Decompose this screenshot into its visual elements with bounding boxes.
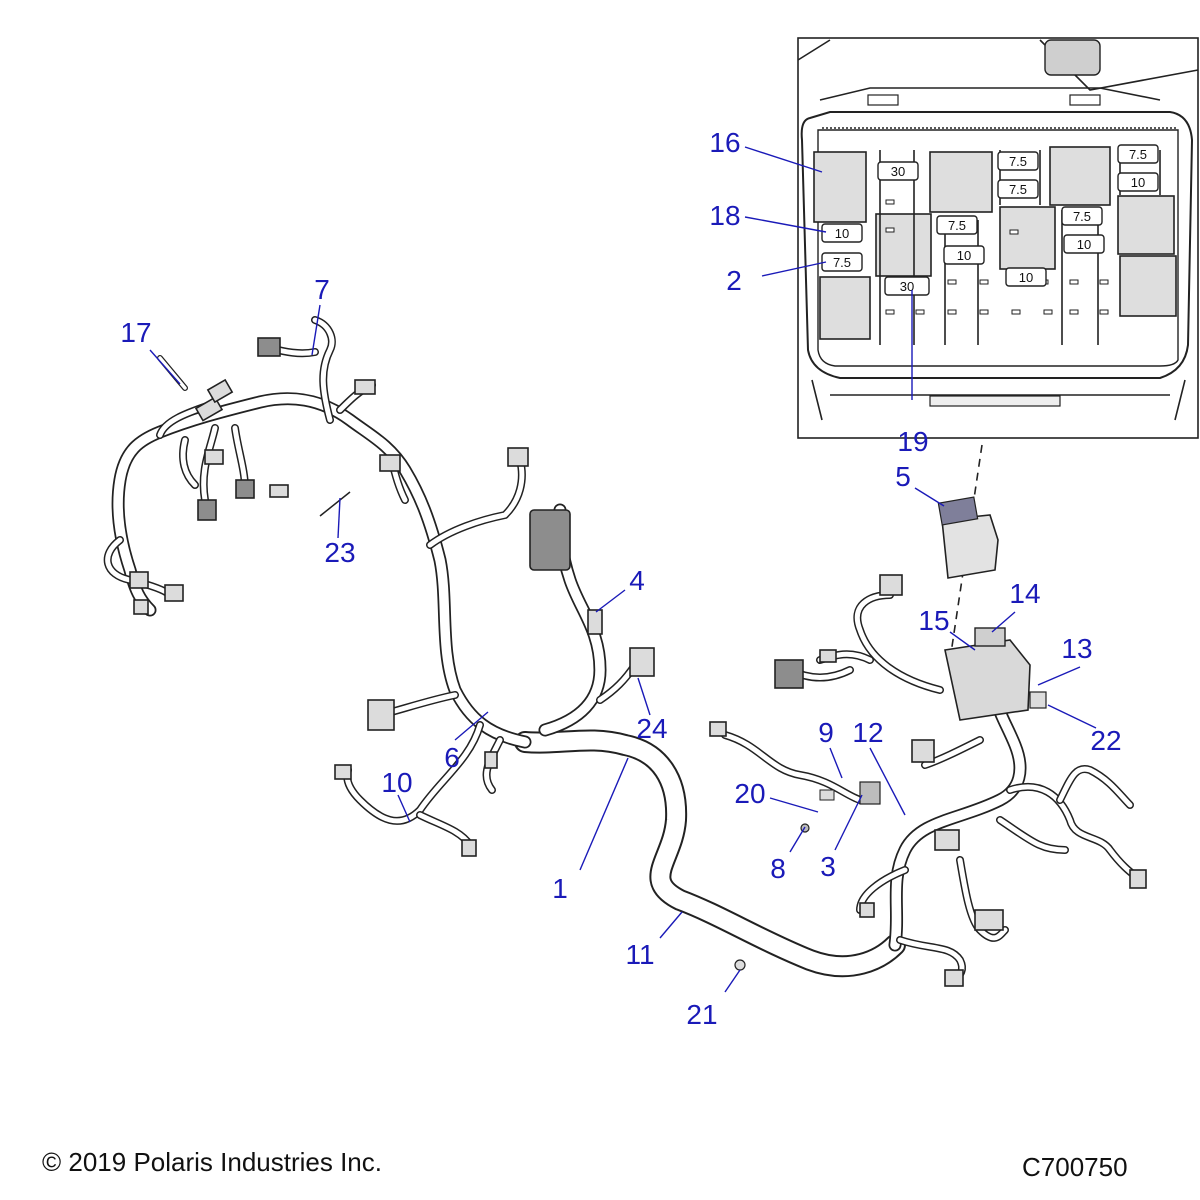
svg-text:30: 30 — [900, 279, 914, 294]
callout-18: 18 — [709, 200, 740, 231]
fuse-75-d: 7.5 — [821, 252, 863, 272]
callout-10: 10 — [381, 767, 412, 798]
fuse-10-d: 10 — [1063, 234, 1105, 254]
callout-19: 19 — [897, 426, 928, 457]
fuse-75-a: 7.5 — [997, 151, 1039, 171]
fuse-75-b: 7.5 — [997, 179, 1039, 199]
svg-text:7.5: 7.5 — [833, 255, 851, 270]
svg-text:7.5: 7.5 — [948, 218, 966, 233]
fuse-75-f: 7.5 — [1061, 206, 1103, 226]
svg-text:10: 10 — [957, 248, 971, 263]
connectors — [129, 337, 1147, 987]
callout-14: 14 — [1009, 578, 1040, 609]
callout-4: 4 — [629, 565, 645, 596]
svg-text:7.5: 7.5 — [1073, 209, 1091, 224]
callout-6: 6 — [444, 742, 460, 773]
callout-22: 22 — [1090, 725, 1121, 756]
svg-text:10: 10 — [1077, 237, 1091, 252]
svg-text:10: 10 — [1131, 175, 1145, 190]
svg-text:7.5: 7.5 — [1009, 182, 1027, 197]
callout-11: 11 — [625, 939, 654, 970]
callout-17: 17 — [120, 317, 151, 348]
figure-id: C700750 — [1022, 1152, 1128, 1182]
svg-text:10: 10 — [1019, 270, 1033, 285]
fuse-30-b: 30 — [884, 276, 930, 296]
fuse-10-e: 10 — [1005, 267, 1047, 287]
svg-text:7.5: 7.5 — [1129, 147, 1147, 162]
fuse-10-a: 10 — [1117, 172, 1159, 192]
fuse-75-e: 7.5 — [936, 215, 978, 235]
callout-13: 13 — [1061, 633, 1092, 664]
leader-lines — [149, 146, 1097, 993]
callout-2: 2 — [726, 265, 742, 296]
callout-12: 12 — [852, 717, 883, 748]
callout-3: 3 — [820, 851, 836, 882]
callout-16: 16 — [709, 127, 740, 158]
fuse-10-c: 10 — [943, 245, 985, 265]
callout-23: 23 — [324, 537, 355, 568]
callout-20: 20 — [734, 778, 765, 809]
fuse-box-inset: 30 7.5 7.5 7.5 10 10 7.5 10 7.5 7.5 10 1… — [797, 37, 1199, 439]
svg-text:10: 10 — [835, 226, 849, 241]
svg-text:7.5: 7.5 — [1009, 154, 1027, 169]
callout-21: 21 — [686, 999, 717, 1030]
callout-5: 5 — [895, 461, 911, 492]
svg-text:30: 30 — [891, 164, 905, 179]
fuse-10-b: 10 — [821, 223, 863, 243]
callout-15: 15 — [918, 605, 949, 636]
fuse-75-c: 7.5 — [1117, 144, 1159, 164]
callout-1: 1 — [552, 873, 568, 904]
callout-8: 8 — [770, 853, 786, 884]
small-terminals — [885, 179, 1133, 315]
fuse-box-assembly — [157, 355, 1047, 971]
callout-7: 7 — [314, 274, 330, 305]
left-branches — [103, 316, 639, 849]
fuse-30-a: 30 — [877, 161, 919, 181]
callout-24: 24 — [636, 713, 667, 744]
copyright-notice: © 2019 Polaris Industries Inc. — [42, 1147, 382, 1177]
callout-9: 9 — [818, 717, 834, 748]
callout-labels: 1 2 3 4 5 6 7 8 9 10 11 12 13 14 15 16 1… — [120, 127, 1121, 1030]
